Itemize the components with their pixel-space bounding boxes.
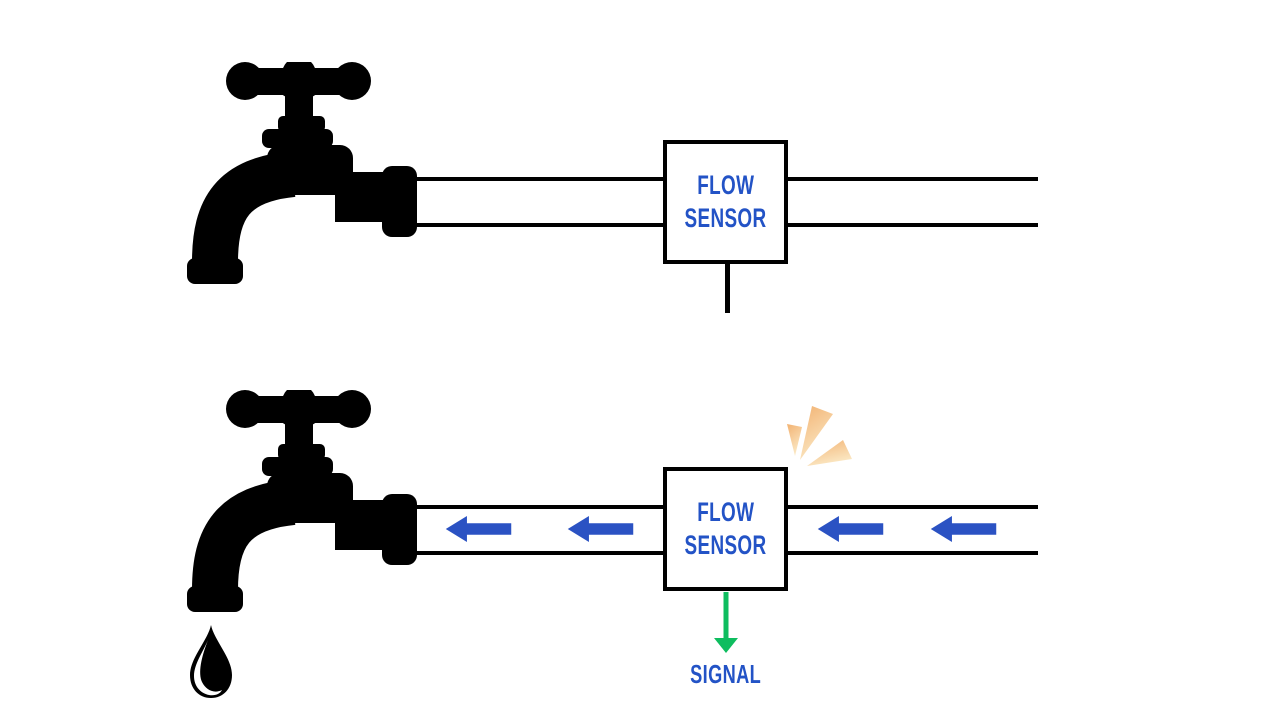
sparkle-icon (783, 402, 855, 472)
flow-sensor-label-line1: FLOW (696, 497, 755, 527)
flow-sensor-label-line1: FLOW (696, 170, 755, 200)
pipe-left-upper-line (415, 177, 665, 181)
pipe-right-upper-line (786, 177, 1038, 181)
pipe-left-upper-line (415, 505, 665, 509)
flow-sensor-label-line2: SENSOR (684, 530, 767, 560)
pipe-right-upper-line (786, 505, 1038, 509)
flow-arrow-icon (930, 516, 997, 542)
faucet-icon (185, 390, 420, 612)
water-drop-icon (185, 624, 237, 700)
pipe-left-lower-line (415, 551, 665, 555)
pipe-left-lower-line (415, 223, 665, 227)
flow-sensor-label-line2: SENSOR (684, 203, 767, 233)
flow-sensor-box: FLOW SENSOR (663, 140, 788, 264)
faucet-icon (185, 62, 420, 284)
pipe-right-lower-line (786, 551, 1038, 555)
flow-arrow-icon (445, 516, 512, 542)
signal-arrow-icon (712, 592, 740, 654)
flow-sensor-box: FLOW SENSOR (663, 467, 788, 591)
signal-label: SIGNAL (690, 659, 762, 689)
sensor-stub-line (725, 264, 730, 313)
pipe-right-lower-line (786, 223, 1038, 227)
flow-arrow-icon (817, 516, 884, 542)
flow-arrow-icon (567, 516, 634, 542)
